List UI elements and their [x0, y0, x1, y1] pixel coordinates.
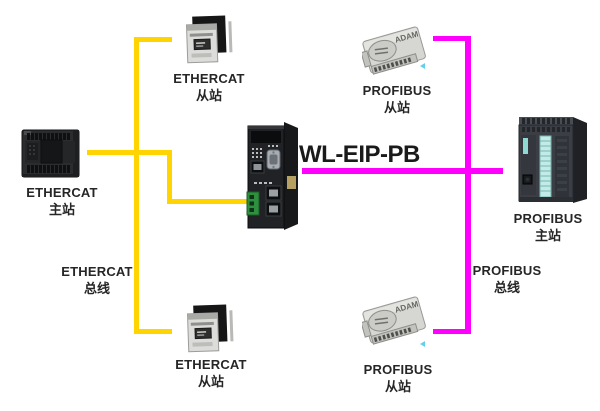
label-line-en: ETHERCAT [26, 185, 98, 200]
label-line-en: ETHERCAT [61, 264, 133, 279]
plc-black-icon [21, 129, 80, 178]
cyan-artifact-icon [420, 341, 425, 347]
label-ethercat-slave-top: ETHERCAT 从站 [173, 71, 244, 104]
label-line-zh: 总线 [83, 281, 111, 296]
gateway-device [246, 120, 302, 232]
label-line-zh: 从站 [383, 100, 410, 115]
label-line-zh: 从站 [384, 379, 411, 394]
plc-siemens-icon [518, 117, 587, 203]
ethercat-slave-bottom-device [184, 304, 238, 354]
ethercat-master-device [21, 128, 83, 180]
profibus-branch-top-line [433, 36, 471, 41]
ethercat-branch-top-line [134, 37, 172, 42]
label-profibus-slave-bottom: PROFIBUS 从站 [364, 362, 433, 395]
profibus-slave-top-device: ADAM [362, 21, 430, 81]
label-line-en: ETHERCAT [173, 71, 245, 86]
ethercat-branch-master-line [87, 150, 172, 155]
cyan-artifact-icon [420, 63, 425, 69]
label-profibus-bus: PROFIBUS 总线 [473, 263, 542, 296]
profibus-bus-vertical-line [465, 36, 471, 334]
label-ethercat-slave-bottom: ETHERCAT 从站 [175, 357, 246, 390]
adam-module-icon: ADAM [362, 296, 426, 345]
label-line-en: PROFIBUS [362, 83, 432, 98]
label-line-en: ETHERCAT [175, 357, 247, 372]
adam-module-icon: ADAM [362, 26, 426, 75]
drive-icon [186, 304, 234, 353]
label-line-en: PROFIBUS [363, 362, 433, 377]
ethercat-bus-vertical-line [134, 37, 139, 334]
ethercat-branch-step-line [167, 150, 172, 204]
drive-icon [185, 15, 233, 64]
gateway-title: WL-EIP-PB [299, 141, 420, 168]
profibus-branch-gateway-line [302, 168, 503, 174]
label-ethercat-master: ETHERCAT 主站 [26, 185, 97, 218]
label-profibus-master: PROFIBUS 主站 [514, 211, 583, 244]
ethercat-branch-bottom-line [134, 329, 172, 334]
profibus-master-device [515, 113, 593, 205]
ethercat-slave-top-device [183, 15, 237, 65]
ethercat-branch-gateway-line [167, 199, 250, 204]
label-profibus-slave-top: PROFIBUS 从站 [363, 83, 432, 116]
label-line-zh: 总线 [493, 280, 520, 295]
profibus-slave-bottom-device: ADAM [362, 291, 430, 351]
label-line-zh: 从站 [197, 374, 225, 389]
label-line-zh: 主站 [48, 202, 76, 217]
profibus-branch-bottom-line [433, 329, 471, 334]
label-line-en: PROFIBUS [513, 211, 583, 226]
label-line-zh: 主站 [534, 228, 561, 243]
label-line-zh: 从站 [195, 88, 223, 103]
gateway-icon [246, 122, 298, 230]
label-ethercat-bus: ETHERCAT 总线 [61, 264, 132, 297]
label-line-en: PROFIBUS [472, 263, 542, 278]
